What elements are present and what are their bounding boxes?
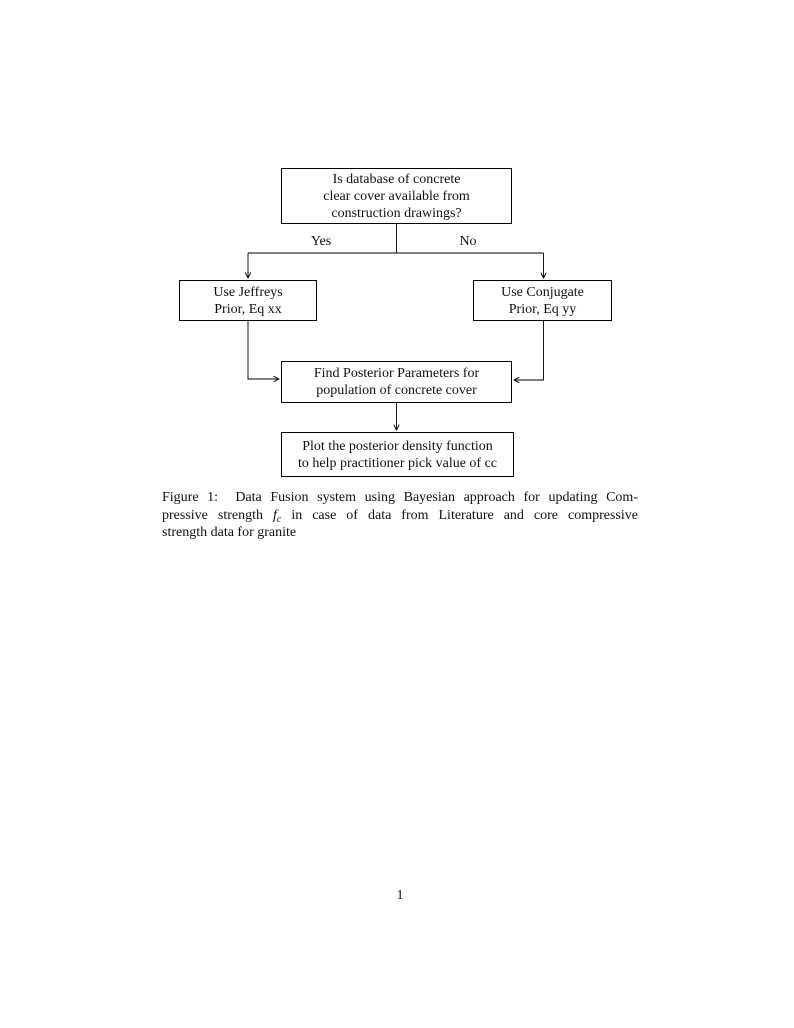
- figure-caption: Figure 1: Data Fusion system using Bayes…: [162, 489, 638, 542]
- question-box: Is database of concrete clear cover avai…: [281, 168, 512, 224]
- caption-line-2-text-before: pressive strength: [162, 507, 273, 523]
- caption-line-3: strength data for granite: [162, 525, 297, 540]
- posterior-parameters-box-line: population of concrete cover: [316, 383, 477, 398]
- conjugate-prior-box-line: Use Conjugate: [501, 284, 584, 300]
- conjugate-prior-box: Use Conjugate Prior, Eq yy: [473, 280, 612, 321]
- question-box-line: clear cover available from: [323, 188, 470, 204]
- plot-density-box: Plot the posterior density function to h…: [281, 432, 514, 477]
- caption-line-2: pressive strength fc in case of data fro…: [162, 507, 638, 525]
- fc-symbol: f: [272, 507, 277, 523]
- no-label: No: [459, 234, 477, 249]
- posterior-parameters-box-line: Find Posterior Parameters for: [313, 366, 480, 381]
- page-number: 1: [396, 888, 404, 903]
- caption-line-1: Figure 1: Data Fusion system using Bayes…: [162, 490, 638, 505]
- question-box-line: Is database of concrete: [332, 171, 461, 187]
- edge-conjugate-to-posterior: [513, 321, 544, 383]
- jeffreys-prior-box-line: Use Jeffreys: [213, 284, 283, 300]
- caption-line-2-text-after: in case of data from Literature and core…: [281, 507, 638, 523]
- conjugate-prior-box-line: Prior, Eq yy: [508, 301, 577, 317]
- fc-subscript: c: [276, 513, 282, 525]
- plot-density-box-line: to help practitioner pick value of cc: [297, 455, 498, 471]
- plot-density-box-line: Plot the posterior density function: [302, 438, 493, 454]
- jeffreys-prior-box-line: Prior, Eq xx: [214, 301, 282, 317]
- yes-label: Yes: [310, 234, 332, 249]
- posterior-parameters-box: Find Posterior Parameters for population…: [281, 361, 512, 403]
- edge-jeffreys-to-posterior: [247, 321, 280, 382]
- question-box-line: construction drawings?: [331, 205, 462, 221]
- jeffreys-prior-box: Use Jeffreys Prior, Eq xx: [179, 280, 317, 321]
